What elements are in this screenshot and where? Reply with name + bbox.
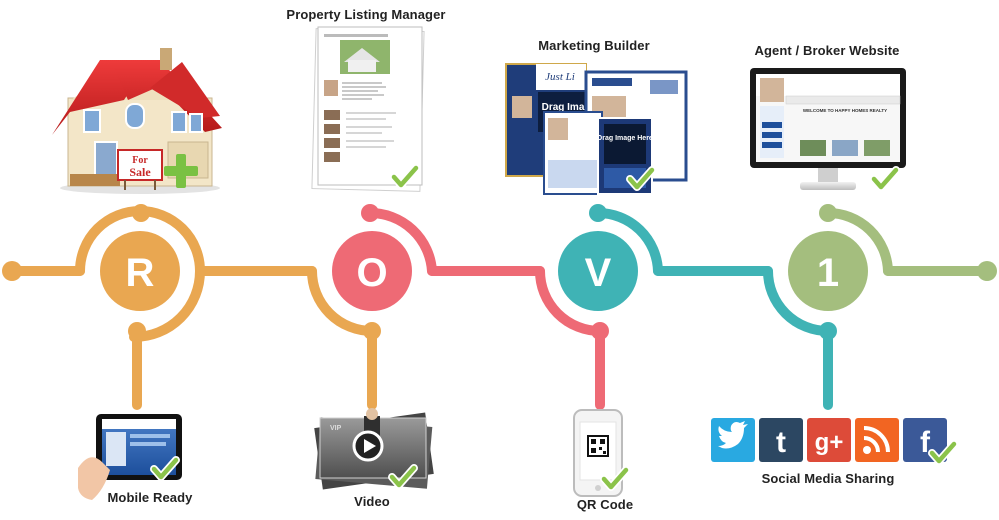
node-o-circle — [332, 231, 412, 311]
website-monitor: WELCOME TO HAPPY HOMES REALTY — [750, 68, 906, 190]
for-sale-sign — [117, 149, 163, 181]
bottom-dot-o — [363, 322, 381, 340]
sign-text-for: For — [132, 155, 148, 166]
facebook-icon[interactable]: f — [903, 418, 947, 462]
node-1: 1 — [788, 231, 868, 311]
timeline-segment-r — [7, 206, 317, 410]
svg-text:f: f — [920, 426, 931, 459]
node-v-circle — [558, 231, 638, 311]
timeline-segment-v — [593, 208, 833, 410]
connector-dot-v — [589, 204, 607, 222]
label-qr-code: QR Code — [576, 497, 634, 512]
play-icon — [364, 439, 376, 453]
rss-icon[interactable] — [855, 418, 899, 462]
node-1-letter: 1 — [817, 251, 839, 295]
svg-text:g+: g+ — [815, 429, 844, 456]
endpoint-left — [2, 261, 22, 281]
timeline-segment-1 — [823, 208, 992, 276]
tablet-mobile-ready — [78, 414, 182, 500]
video-tag: VIP — [330, 425, 342, 432]
plus-icon — [164, 154, 198, 188]
node-r-letter: R — [126, 251, 155, 295]
svg-text:t: t — [776, 426, 786, 459]
marketing-script-title: Just Li — [545, 71, 575, 83]
marketing-drag-text-2: Drag Image Here — [597, 135, 653, 142]
label-mobile-ready: Mobile Ready — [107, 490, 193, 505]
qr-code-icon — [587, 435, 609, 457]
connector-dot-1 — [819, 204, 837, 222]
endpoint-right — [977, 261, 997, 281]
social-icons-row: t g+ f — [711, 418, 954, 462]
label-marketing-builder: Marketing Builder — [538, 38, 650, 53]
agent-avatar — [760, 78, 784, 102]
hand-illustration — [78, 457, 110, 500]
connector-dot-r — [132, 204, 150, 222]
property-listing-document — [311, 26, 425, 192]
node-r: R — [100, 231, 180, 311]
bottom-dot-r — [128, 322, 146, 340]
node-o-letter: O — [356, 251, 387, 295]
label-property-listing-manager: Property Listing Manager — [286, 7, 446, 22]
qr-phone — [573, 409, 626, 497]
timeline-segment-o-left — [307, 266, 377, 410]
marketing-builder-collage: Just Li Drag Ima Drag Image Here — [505, 63, 688, 195]
connector-dot-o — [361, 204, 379, 222]
check-icon-website — [874, 170, 896, 187]
timeline-segment-o — [365, 207, 605, 410]
label-agent-broker-website: Agent / Broker Website — [754, 43, 900, 58]
node-o: O — [332, 231, 412, 311]
node-v: V — [558, 231, 638, 311]
google-plus-icon[interactable]: g+ — [807, 418, 851, 462]
tumblr-icon[interactable]: t — [759, 418, 803, 462]
node-v-letter: V — [585, 251, 612, 295]
bottom-dot-v — [591, 322, 609, 340]
twitter-icon[interactable] — [711, 418, 755, 462]
label-social-media-sharing: Social Media Sharing — [761, 471, 895, 486]
website-banner-text: WELCOME TO HAPPY HOMES REALTY — [803, 108, 887, 113]
video-player-stack: VIP — [314, 408, 434, 490]
label-video: Video — [354, 494, 390, 509]
bottom-dot-1 — [819, 322, 837, 340]
house-for-sale-illustration: For Sale — [52, 48, 222, 194]
node-1-circle — [788, 231, 868, 311]
sign-text-sale: Sale — [129, 165, 151, 179]
timeline: R O V 1 — [2, 204, 997, 410]
node-r-circle — [100, 231, 180, 311]
marketing-drag-text: Drag Ima — [542, 102, 585, 113]
